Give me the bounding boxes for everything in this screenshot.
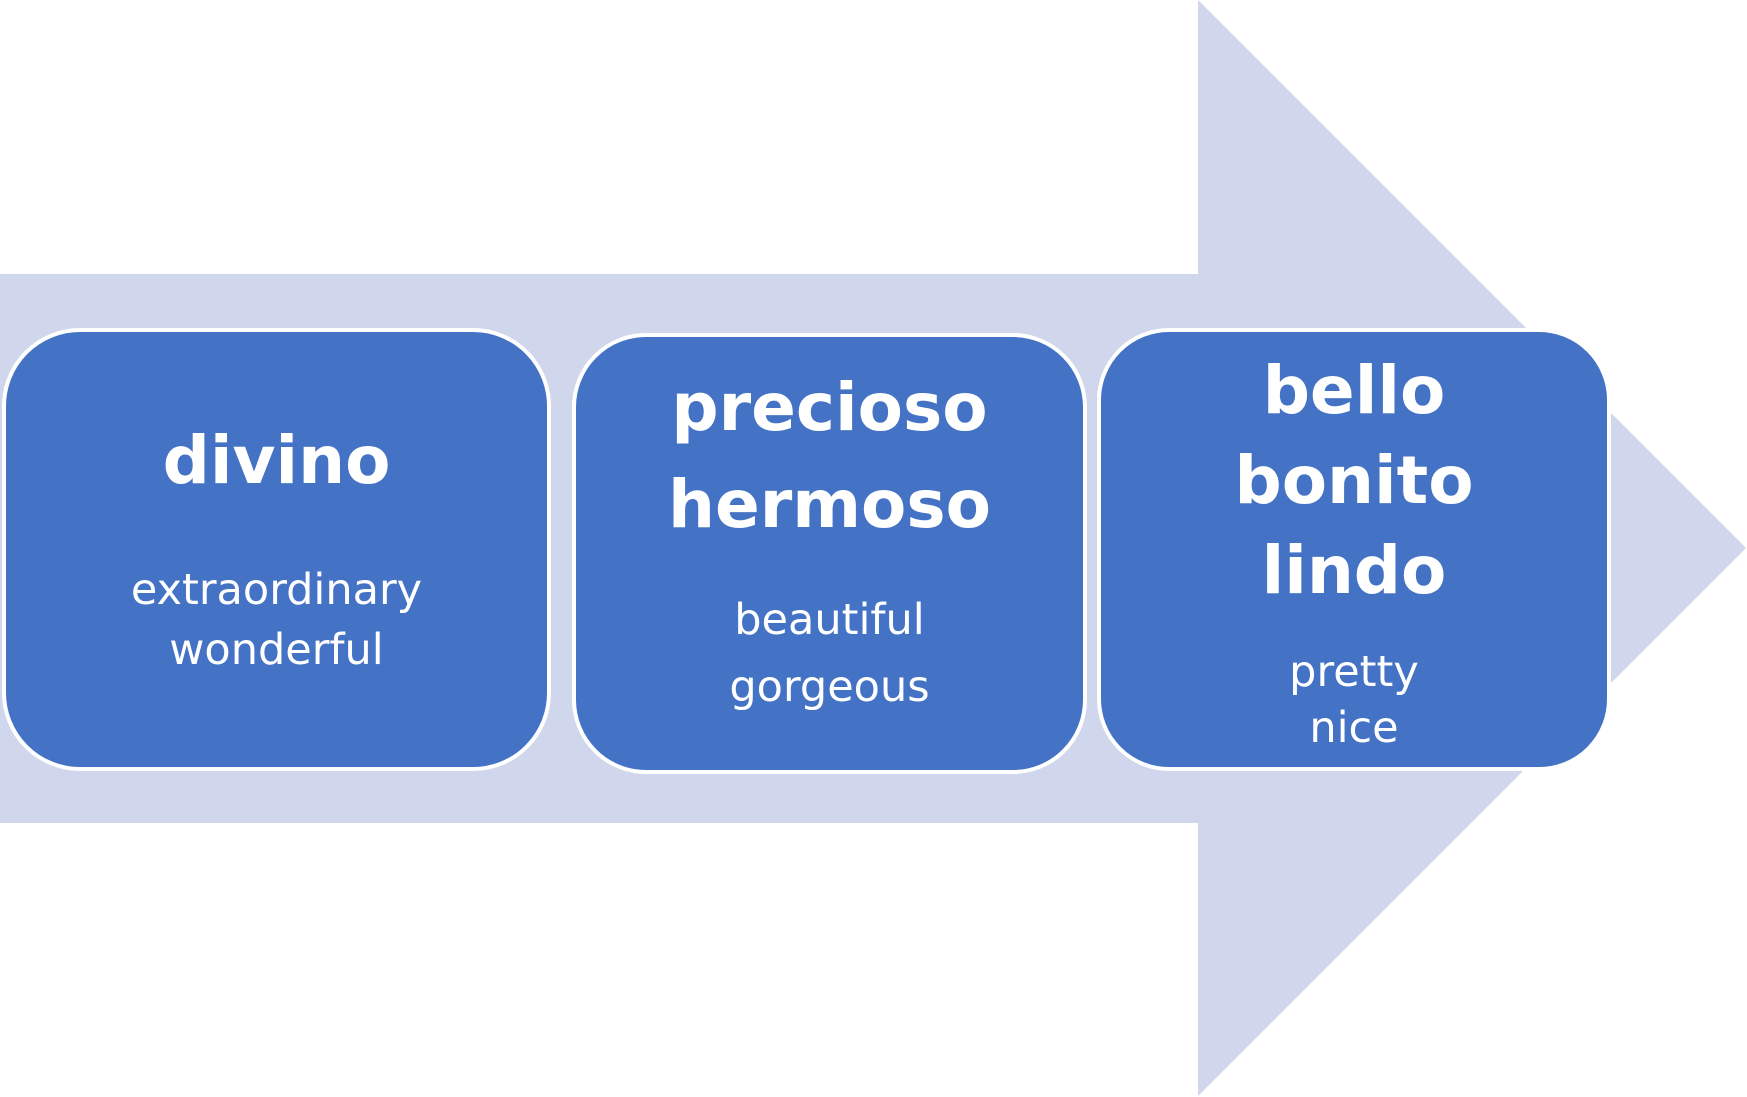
synonym-box-2: precioso hermoso beautiful gorgeous: [572, 333, 1087, 774]
gloss-pretty: pretty: [1289, 647, 1419, 697]
gloss-wonderful: wonderful: [169, 625, 384, 675]
synonym-box-1: divino extraordinary wonderful: [2, 328, 551, 771]
gloss-list: extraordinary wonderful: [6, 560, 547, 680]
gloss-gorgeous: gorgeous: [729, 662, 930, 712]
gloss-list: pretty nice: [1101, 644, 1607, 756]
gloss-beautiful: beautiful: [734, 595, 925, 645]
term-list: precioso hermoso: [576, 359, 1083, 553]
gloss-nice: nice: [1309, 703, 1399, 753]
term-bonito: bonito: [1234, 442, 1474, 519]
term-lindo: lindo: [1261, 532, 1447, 609]
term-hermoso: hermoso: [667, 466, 992, 543]
synonym-box-3: bello bonito lindo pretty nice: [1097, 328, 1611, 771]
term-precioso: precioso: [671, 369, 988, 446]
gloss-list: beautiful gorgeous: [576, 587, 1083, 721]
term-divino: divino: [162, 422, 391, 499]
term-list: bello bonito lindo: [1101, 346, 1607, 616]
term-bello: bello: [1262, 352, 1446, 429]
gloss-extraordinary: extraordinary: [130, 565, 423, 615]
